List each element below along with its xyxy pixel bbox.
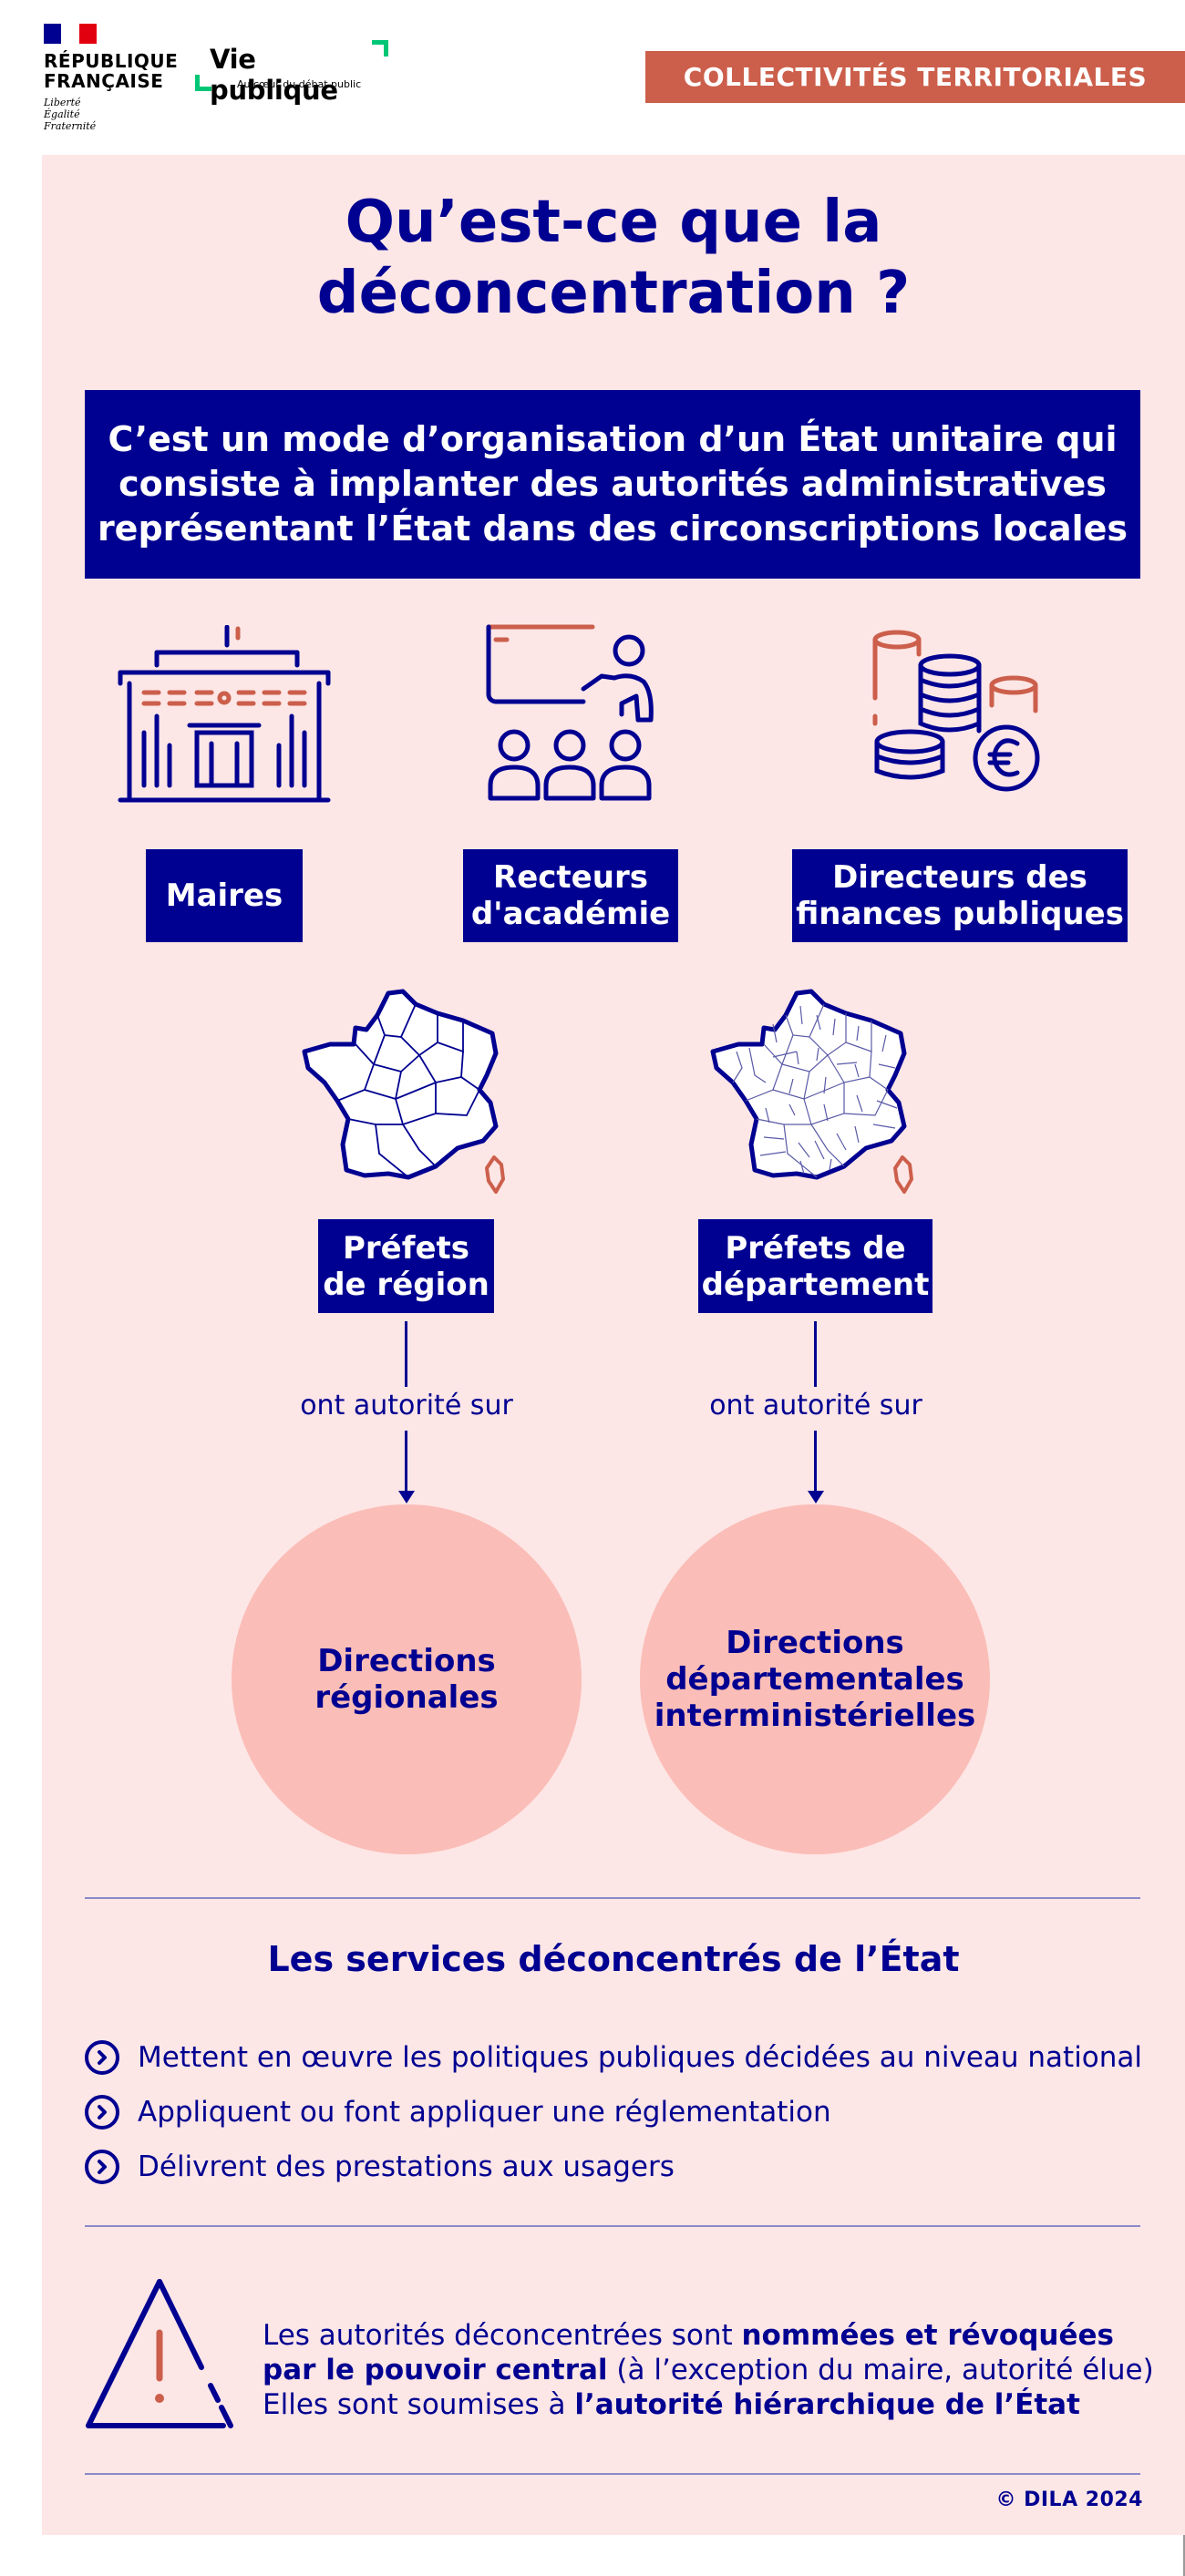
- circle-line: interministérielles: [654, 1698, 976, 1734]
- chevron-right-icon: [85, 2150, 119, 2184]
- list-item: Mettent en œuvre les politiques publique…: [85, 2030, 1142, 2085]
- france-departments-map-icon: [710, 989, 913, 1194]
- list-item-text: Délivrent des prestations aux usagers: [138, 2150, 675, 2183]
- chevron-right-icon: [85, 2040, 119, 2075]
- definition-line: C’est un mode d’organisation d’un État u…: [108, 419, 1118, 459]
- list-item: Délivrent des prestations aux usagers: [85, 2140, 1142, 2194]
- regional-directions-circle: Directions régionales: [232, 1504, 582, 1854]
- rf-motto-line2: Égalité: [44, 108, 80, 120]
- warning-text-part: Les autorités déconcentrées sont: [263, 2319, 742, 2352]
- departmental-directions-circle: Directions départementales interministér…: [640, 1504, 990, 1854]
- connector-line: [405, 1431, 407, 1494]
- mayors-label: Maires: [146, 849, 303, 942]
- logo-corner-icon: [195, 75, 211, 91]
- list-item-text: Mettent en œuvre les politiques publique…: [138, 2041, 1143, 2074]
- circle-line: Directions: [726, 1625, 904, 1661]
- connector-line: [814, 1321, 817, 1387]
- rf-name-line2: FRANÇAISE: [44, 70, 164, 92]
- republique-francaise-logo: RÉPUBLIQUE FRANÇAISE Liberté Égalité Fra…: [44, 24, 178, 132]
- divider: [85, 1897, 1140, 1899]
- definition-box: C’est un mode d’organisation d’un État u…: [85, 390, 1140, 579]
- france-regions-map-icon: [302, 989, 505, 1194]
- header: RÉPUBLIQUE FRANÇAISE Liberté Égalité Fra…: [0, 0, 1185, 155]
- services-title: Les services déconcentrés de l’État: [267, 1939, 960, 1979]
- category-badge: COLLECTIVITÉS TERRITORIALES: [645, 51, 1185, 103]
- label-line: Préfets de: [725, 1229, 906, 1267]
- divider: [85, 2473, 1140, 2475]
- chevron-right-icon: [85, 2095, 119, 2130]
- teacher-icon: [486, 624, 654, 801]
- services-list: Mettent en œuvre les politiques publique…: [85, 2030, 1142, 2194]
- definition-line: représentant l’État dans des circonscrip…: [97, 508, 1128, 549]
- vie-publique-logo[interactable]: Vie publique Au cœur du débat public: [195, 40, 388, 106]
- warning-text-part: (à l’exception du maire, autorité élue): [607, 2354, 1154, 2386]
- regional-prefects-label: Préfets de région: [318, 1219, 494, 1313]
- definition-line: consiste à implanter des autorités admin…: [118, 464, 1107, 504]
- warning-text: Les autorités déconcentrées sont nommées…: [263, 2318, 1165, 2422]
- vp-title: Vie publique: [210, 44, 338, 106]
- label-line: Recteurs: [493, 859, 648, 896]
- connector-line: [814, 1431, 817, 1494]
- label-line: finances publiques: [796, 896, 1124, 932]
- finance-directors-label: Directeurs des finances publiques: [792, 849, 1128, 942]
- title-line: Qu’est-ce que la: [345, 189, 882, 256]
- rectors-label: Recteurs d'académie: [463, 849, 678, 942]
- rf-motto-line1: Liberté: [44, 97, 81, 108]
- page-title: Qu’est-ce que la déconcentration ?: [42, 187, 1185, 329]
- department-prefects-label: Préfets de département: [698, 1219, 933, 1313]
- logo-corner-icon: [372, 40, 388, 56]
- circle-line: régionales: [314, 1679, 499, 1716]
- label-line: de région: [323, 1266, 489, 1303]
- warning-text-bold: l’autorité hiérarchique de l’État: [574, 2388, 1080, 2421]
- warning-text-bold: nommées et révoquées: [741, 2319, 1114, 2352]
- list-item-text: Appliquent ou font appliquer une régleme…: [138, 2096, 831, 2129]
- circle-line: Directions: [317, 1643, 496, 1679]
- list-item: Appliquent ou font appliquer une régleme…: [85, 2085, 1142, 2140]
- arrow-down-icon: [398, 1491, 415, 1504]
- connector-line: [405, 1321, 407, 1387]
- copyright: © DILA 2024: [995, 2489, 1143, 2511]
- label-line: Maires: [165, 877, 283, 914]
- rf-motto-line3: Fraternité: [44, 120, 97, 132]
- french-flag-icon: [44, 24, 97, 44]
- divider: [85, 2225, 1140, 2227]
- title-line: déconcentration ?: [316, 260, 911, 327]
- warning-icon: [86, 2279, 233, 2428]
- label-line: Directeurs des: [832, 859, 1087, 896]
- city-hall-icon: [118, 625, 331, 803]
- label-line: Préfets: [342, 1229, 470, 1267]
- relation-text: ont autorité sur: [709, 1390, 922, 1421]
- coins-euro-icon: [872, 630, 1040, 792]
- rf-name-line1: RÉPUBLIQUE: [44, 50, 179, 72]
- label-line: département: [701, 1266, 930, 1303]
- circle-line: départementales: [665, 1661, 964, 1698]
- arrow-down-icon: [808, 1491, 824, 1504]
- vp-subtitle: Au cœur du débat public: [237, 78, 362, 90]
- warning-text-part: Elles sont soumises à: [263, 2388, 575, 2421]
- warning-text-bold: par le pouvoir central: [263, 2354, 608, 2386]
- label-line: d'académie: [470, 896, 671, 932]
- relation-text: ont autorité sur: [300, 1390, 513, 1421]
